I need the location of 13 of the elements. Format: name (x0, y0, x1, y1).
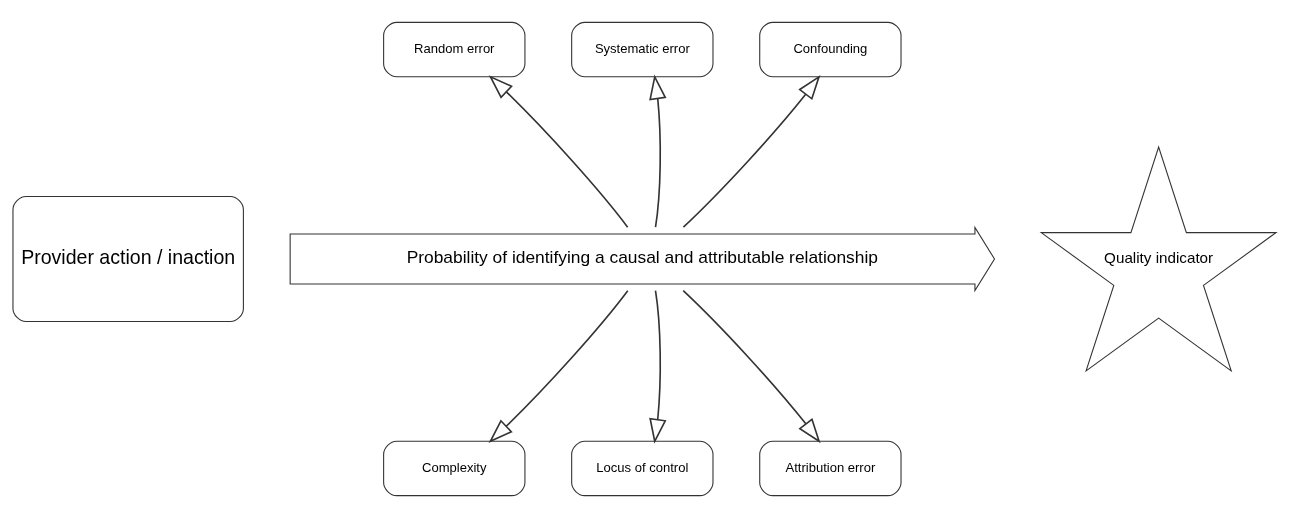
node-box: Systematic error (571, 21, 714, 78)
arrow (488, 289, 629, 443)
node-box: Provider action / inaction (12, 195, 244, 323)
arrow (682, 289, 821, 444)
node-box: Complexity (383, 440, 526, 497)
arrow (488, 75, 629, 228)
node-box: Locus of control (571, 440, 714, 497)
node-box: Confounding (759, 21, 902, 78)
node-box: Attribution error (759, 440, 902, 497)
arrow (649, 74, 667, 228)
arrow (682, 74, 821, 228)
arrow (649, 289, 667, 444)
node-box: Random error (383, 21, 526, 78)
